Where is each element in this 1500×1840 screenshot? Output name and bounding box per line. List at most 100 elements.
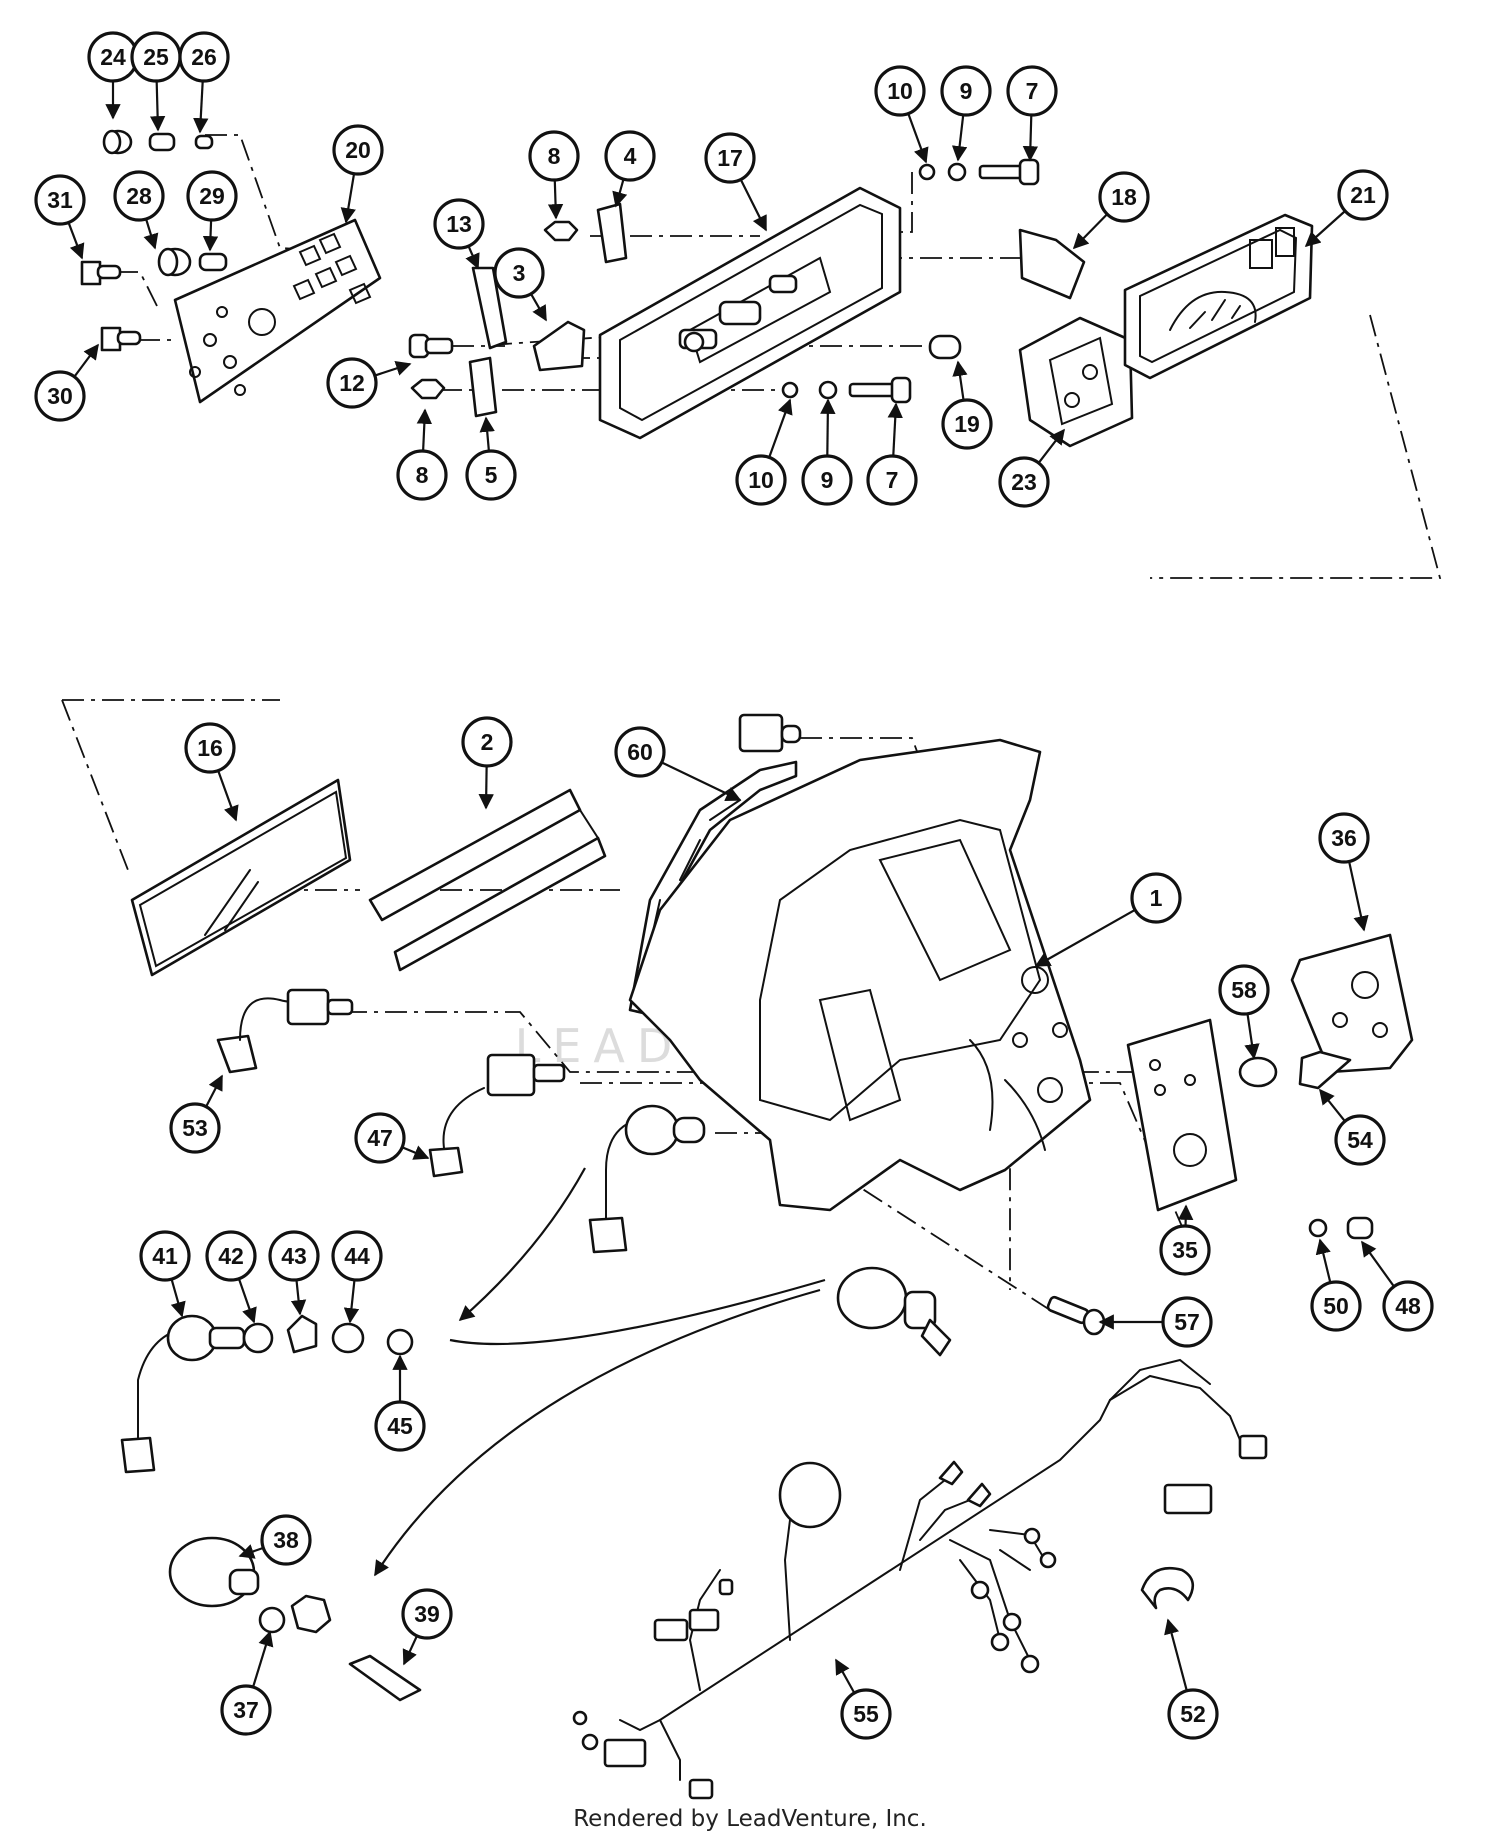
leader-line-38 [238,1544,264,1559]
callout-ring [1310,1280,1362,1332]
callout-ring [1130,872,1182,924]
leader-line-9a [951,114,968,162]
callout-ring [326,357,378,409]
leader-line-10b [768,398,793,458]
callout-ring [1318,812,1370,864]
callout-part-58[interactable]: 58 [1218,964,1270,1016]
callout-part-21[interactable]: 21 [1337,169,1389,221]
callout-part-1[interactable]: 1 [1130,872,1182,924]
callout-number: 7 [886,467,899,493]
callout-part-7a[interactable]: 7 [1006,65,1058,117]
footer-credit: Rendered by LeadVenture, Inc. [573,1806,927,1832]
callout-ring [1382,1280,1434,1332]
plate-18 [1018,228,1086,300]
callout-part-43[interactable]: 43 [268,1230,320,1282]
callout-part-10a[interactable]: 10 [874,65,926,117]
callout-part-48[interactable]: 48 [1382,1280,1434,1332]
plate-36 [1290,933,1414,1074]
leader-line-1 [1034,908,1136,967]
callout-ring [801,454,853,506]
callout-ring [169,1102,221,1154]
callout-part-5[interactable]: 5 [465,449,517,501]
callout-ring [1161,1296,1213,1348]
callout-part-44[interactable]: 44 [331,1230,383,1282]
callout-number: 54 [1347,1127,1373,1153]
callout-ring [528,130,580,182]
key-39 [348,1654,422,1702]
callout-ring [34,174,86,226]
callout-part-31[interactable]: 31 [34,174,86,226]
callout-number: 29 [199,183,225,209]
callout-part-9a[interactable]: 9 [940,65,992,117]
callout-part-4[interactable]: 4 [604,130,656,182]
callout-part-45[interactable]: 45 [374,1400,426,1452]
callout-part-13[interactable]: 13 [433,198,485,250]
callout-part-16[interactable]: 16 [184,722,236,774]
callout-part-25[interactable]: 25 [130,31,182,83]
callout-part-41[interactable]: 41 [139,1230,191,1282]
callout-ring [205,1230,257,1282]
leader-line-2 [478,765,494,810]
callout-ring [614,726,666,778]
leader-line-25 [149,80,166,132]
leader-line-9b [820,398,836,457]
leader-line-60 [661,761,742,801]
callout-number: 45 [387,1413,413,1439]
leader-line-43 [290,1279,307,1316]
callout-number: 53 [182,1115,208,1141]
callout-ring [331,1230,383,1282]
callout-part-28[interactable]: 28 [113,170,165,222]
callout-part-12[interactable]: 12 [326,357,378,409]
callout-number: 25 [143,44,169,70]
callout-part-35[interactable]: 35 [1159,1224,1211,1276]
gauge-module-23 [1018,316,1134,448]
callout-part-9b[interactable]: 9 [801,454,853,506]
callout-part-38[interactable]: 38 [260,1514,312,1566]
callout-part-47[interactable]: 47 [354,1112,406,1164]
callout-number: 17 [717,145,743,171]
callout-part-2[interactable]: 2 [461,716,513,768]
callout-part-26[interactable]: 26 [178,31,230,83]
callout-part-39[interactable]: 39 [401,1588,453,1640]
callout-part-29[interactable]: 29 [186,170,238,222]
callout-number: 5 [485,462,498,488]
callout-part-10b[interactable]: 10 [735,454,787,506]
callout-number: 37 [233,1697,259,1723]
callout-part-8b[interactable]: 8 [396,449,448,501]
callout-part-54[interactable]: 54 [1334,1114,1386,1166]
callout-part-18[interactable]: 18 [1098,171,1150,223]
callout-part-7b[interactable]: 7 [866,454,918,506]
callout-part-8a[interactable]: 8 [528,130,580,182]
callout-part-60[interactable]: 60 [614,726,666,778]
callout-number: 52 [1180,1701,1206,1727]
callout-part-37[interactable]: 37 [220,1684,272,1736]
leader-line-55 [835,1658,856,1694]
callout-part-42[interactable]: 42 [205,1230,257,1282]
callout-number: 8 [548,143,561,169]
leader-line-13 [465,245,480,270]
callout-part-52[interactable]: 52 [1167,1688,1219,1740]
callout-number: 55 [853,1701,879,1727]
callout-number: 39 [414,1601,440,1627]
callout-part-55[interactable]: 55 [840,1688,892,1740]
callout-ring [1006,65,1058,117]
callout-part-19[interactable]: 19 [941,398,993,450]
leader-line-17 [739,178,767,232]
leader-line-19 [952,360,968,401]
callout-part-30[interactable]: 30 [34,370,86,422]
callout-part-53[interactable]: 53 [169,1102,221,1154]
callout-part-24[interactable]: 24 [87,31,139,83]
callout-part-50[interactable]: 50 [1310,1280,1362,1332]
callout-part-57[interactable]: 57 [1161,1296,1213,1348]
callout-ring [1337,169,1389,221]
callout-part-3[interactable]: 3 [493,247,545,299]
leader-line-39 [402,1635,418,1666]
callout-number: 60 [627,739,653,765]
bulb-set-upper [80,129,228,352]
callout-part-17[interactable]: 17 [704,132,756,184]
callout-part-36[interactable]: 36 [1318,812,1370,864]
callout-part-20[interactable]: 20 [332,124,384,176]
callout-part-23[interactable]: 23 [998,456,1050,508]
callout-number: 3 [513,260,526,286]
